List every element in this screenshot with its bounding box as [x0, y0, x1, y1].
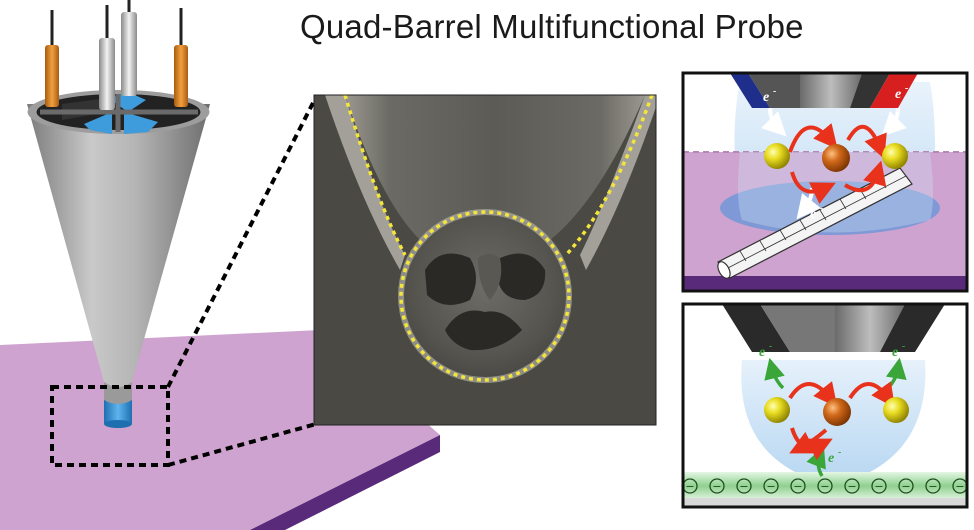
panel-surface: e - e - e - − − − − − − − − − − −	[683, 304, 967, 507]
negative-charge-icon	[683, 478, 698, 494]
tip-outline-right	[564, 95, 654, 257]
negative-charge-icon	[709, 478, 725, 494]
electron-sup-tube: -	[820, 203, 823, 214]
negative-charge-icon	[871, 478, 887, 494]
electron-sup-bottom: -	[838, 447, 841, 458]
redox-sphere-br	[883, 397, 909, 423]
negative-charge-icon	[898, 478, 914, 494]
sem-micrograph	[314, 95, 656, 425]
redox-sphere-right	[882, 143, 908, 169]
electrode-wires	[50, 0, 183, 48]
negative-charge-sign: −	[793, 480, 802, 493]
negative-charge-sign: −	[820, 480, 829, 493]
electron-label-br: e	[892, 345, 898, 360]
electron-sup-left: -	[773, 86, 776, 97]
electron-sup-bl: -	[769, 341, 772, 352]
negative-charge-sign: −	[955, 480, 964, 493]
zoom-line-bottom	[167, 422, 317, 467]
probe-cone	[27, 40, 210, 387]
redox-sphere-left	[764, 143, 790, 169]
negative-charge-icon	[844, 478, 860, 494]
zoom-box	[50, 385, 170, 467]
electron-label-bottom: e	[828, 451, 834, 466]
negative-charge-icon	[952, 478, 967, 494]
focus-circle	[399, 210, 571, 382]
electron-label-tube: e	[810, 207, 816, 222]
negative-charge-icon	[763, 478, 779, 494]
negative-charge-icon	[790, 478, 806, 494]
negative-charge-sign: −	[874, 480, 883, 493]
negative-charge-sign: −	[847, 480, 856, 493]
negative-charge-sign: −	[712, 480, 721, 493]
tip-outline	[343, 95, 407, 256]
electron-sup-br: -	[902, 341, 905, 352]
panel-nanotube: e - e - e -	[683, 73, 967, 291]
surface-charges: −−−−−−−−−−−	[683, 478, 967, 494]
negative-charge-sign: −	[901, 480, 910, 493]
negative-charge-sign: −	[685, 480, 694, 493]
figure-title: Quad-Barrel Multifunctional Probe	[300, 8, 804, 45]
redox-sphere-center	[822, 144, 850, 172]
negative-charge-sign: −	[766, 480, 775, 493]
negative-charge-icon	[817, 478, 833, 494]
negative-charge-icon	[925, 478, 941, 494]
electron-label-right: e	[895, 87, 901, 102]
redox-sphere-bl	[764, 397, 790, 423]
negative-charge-sign: −	[739, 480, 748, 493]
electron-sup-right: -	[905, 83, 908, 94]
redox-sphere-bc	[823, 398, 851, 426]
zoom-line-top	[166, 96, 318, 388]
electron-label-left: e	[763, 90, 769, 105]
negative-charge-sign: −	[928, 480, 937, 493]
electron-label-bl: e	[759, 345, 765, 360]
negative-charge-icon	[736, 478, 752, 494]
